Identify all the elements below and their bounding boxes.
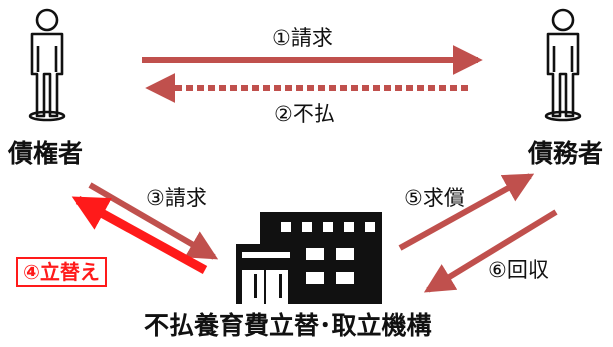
step-6-label: ⑥回収 bbox=[488, 258, 549, 282]
arrow-advance-4 bbox=[71, 196, 208, 274]
step-3-label: ③請求 bbox=[146, 186, 207, 210]
step-4-badge: ④立替え bbox=[16, 257, 107, 287]
arrow-collect-6 bbox=[423, 209, 558, 293]
arrow-claim-5 bbox=[398, 173, 535, 251]
creditor-person-icon bbox=[28, 8, 66, 122]
agency-label: 不払養育費立替･取立機構 bbox=[144, 311, 432, 340]
creditor-label: 債権者 bbox=[8, 139, 84, 168]
step-1-label: ①請求 bbox=[272, 26, 333, 50]
debtor-label: 債務者 bbox=[528, 139, 604, 168]
step-2-label: ②不払 bbox=[274, 102, 335, 126]
debtor-person-icon bbox=[544, 8, 582, 122]
step-5-label: ⑤求償 bbox=[404, 186, 465, 210]
building-icon bbox=[236, 212, 382, 304]
